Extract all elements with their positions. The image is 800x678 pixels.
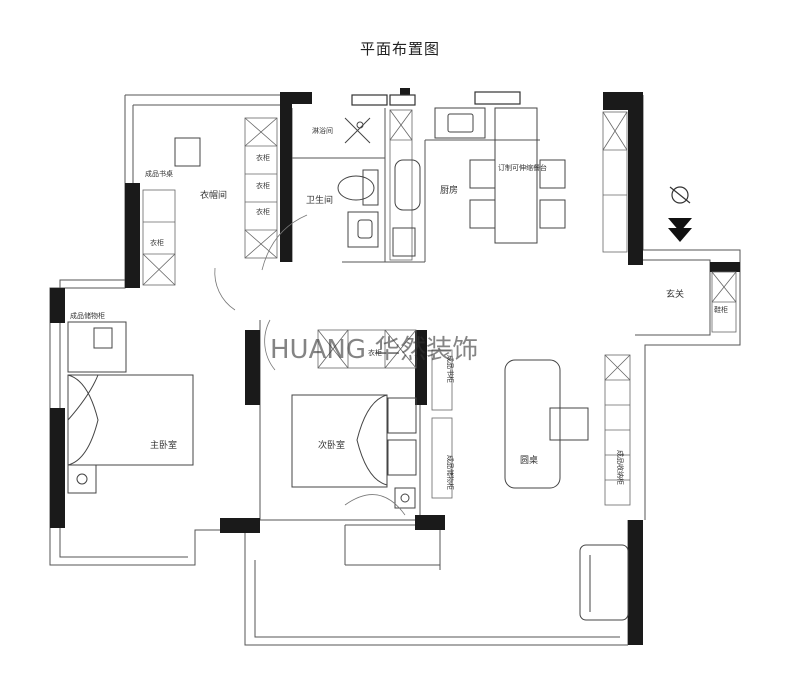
wall-block	[125, 183, 140, 288]
right-wall2	[635, 259, 711, 336]
closet-b-label: 衣柜	[256, 181, 270, 190]
bottom-wall	[244, 520, 628, 646]
window	[351, 94, 388, 106]
round-table-label: 圆桌	[520, 454, 538, 466]
window	[389, 94, 416, 106]
island-label: 订制可伸缩餐台	[498, 163, 547, 172]
sofa-chair	[579, 544, 629, 621]
storage-mid-label: 成品储物柜	[446, 455, 455, 490]
wall-block	[245, 330, 260, 405]
storage-right-label: 成品收纳柜	[616, 450, 625, 485]
wall-block	[628, 520, 643, 645]
entrance-label: 玄关	[666, 288, 684, 300]
wall-block	[603, 92, 643, 110]
window	[474, 91, 521, 105]
cloakroom-label: 衣帽间	[200, 189, 227, 201]
wardrobe-label: 衣柜	[150, 238, 164, 247]
wall-block	[415, 515, 445, 530]
wall-block	[220, 518, 260, 533]
wall-block	[415, 330, 427, 405]
entrance-arrow	[668, 186, 692, 242]
bay-storage-label: 成品储物柜	[70, 311, 105, 320]
second-bedroom-label: 次卧室	[318, 439, 345, 451]
round-table	[504, 359, 561, 489]
wall-block	[50, 408, 65, 528]
closet-c-label: 衣柜	[256, 207, 270, 216]
bathroom-label: 卫生间	[306, 194, 333, 206]
basin	[347, 211, 379, 248]
island-table	[494, 107, 538, 244]
kitchen-label: 厨房	[440, 184, 458, 196]
shoe-cabinet-label: 鞋柜	[714, 305, 728, 314]
closet-a-label: 衣柜	[256, 153, 270, 162]
master-bed	[67, 374, 194, 466]
wall-block	[628, 110, 643, 265]
wall-block	[50, 288, 65, 323]
kitchen-sink	[434, 107, 486, 139]
dressing-table-label: 成品书桌	[145, 169, 173, 178]
wall-block	[280, 92, 292, 262]
page-title: 平面布置图	[359, 40, 440, 58]
master-bedroom-label: 主卧室	[150, 439, 177, 451]
wall-block	[292, 92, 312, 104]
bed-cabinet-label: 成品书柜	[446, 355, 455, 383]
second-bed	[291, 394, 388, 488]
bottom-wall2	[254, 560, 620, 638]
shower-label: 淋浴间	[312, 126, 333, 135]
wall-block	[710, 262, 740, 272]
toilet	[337, 175, 375, 201]
watermark: HUANG 华然装饰	[270, 335, 478, 365]
wardrobe-top-label: 衣柜	[368, 348, 382, 357]
